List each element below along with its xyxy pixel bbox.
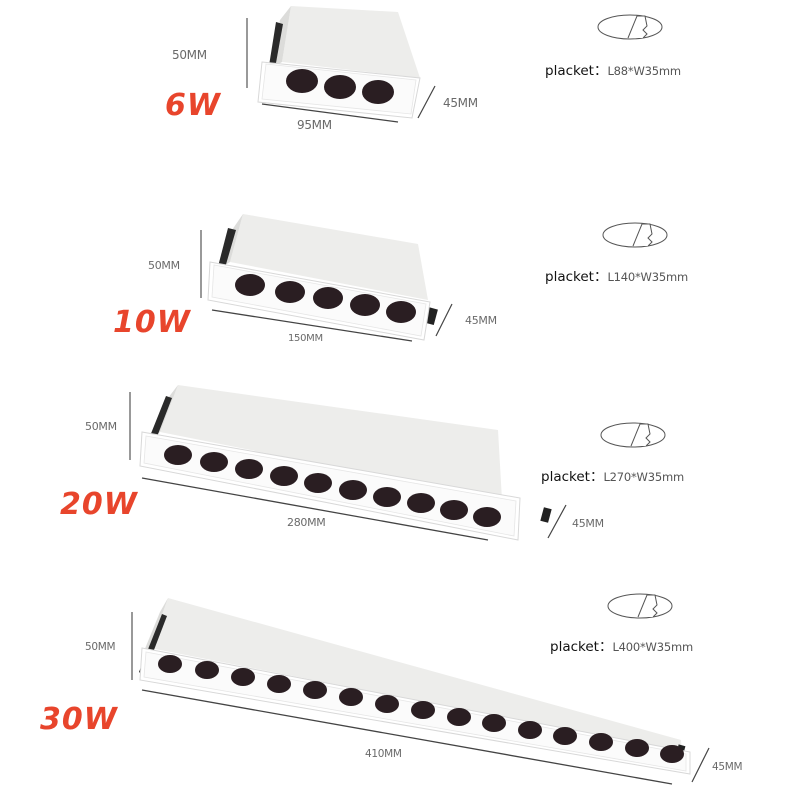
height-dimension: 50MM — [85, 420, 117, 433]
placket-spec: placket：L270*W35mm — [541, 465, 684, 485]
depth-dimension: 45MM — [572, 517, 604, 530]
wattage-label: 20W — [60, 487, 138, 522]
placket-spec: placket：L400*W35mm — [550, 635, 693, 655]
placket-spec: placket：L88*W35mm — [545, 59, 681, 79]
wattage-label: 6W — [165, 88, 221, 123]
placket-label: placket： — [550, 639, 613, 655]
placket-value: L270*W35mm — [603, 470, 684, 484]
length-dimension: 95MM — [297, 118, 332, 132]
wattage-label: 10W — [113, 305, 191, 340]
depth-dimension: 45MM — [712, 761, 743, 773]
placket-label: placket： — [545, 63, 608, 79]
depth-dimension: 45MM — [465, 314, 497, 327]
placket-value: L88*W35mm — [607, 64, 681, 78]
placket-spec: placket：L140*W35mm — [545, 265, 688, 285]
depth-dimension: 45MM — [443, 96, 478, 110]
placket-label: placket： — [541, 469, 604, 485]
height-dimension: 50MM — [172, 48, 207, 62]
height-dimension: 50MM — [148, 259, 180, 272]
placket-value: L140*W35mm — [607, 270, 688, 284]
length-dimension: 410MM — [365, 748, 402, 760]
placket-label: placket： — [545, 269, 608, 285]
placket-value: L400*W35mm — [612, 640, 693, 654]
length-dimension: 150MM — [288, 333, 323, 344]
wattage-label: 30W — [40, 702, 118, 737]
length-dimension: 280MM — [287, 516, 326, 529]
height-dimension: 50MM — [85, 641, 116, 653]
